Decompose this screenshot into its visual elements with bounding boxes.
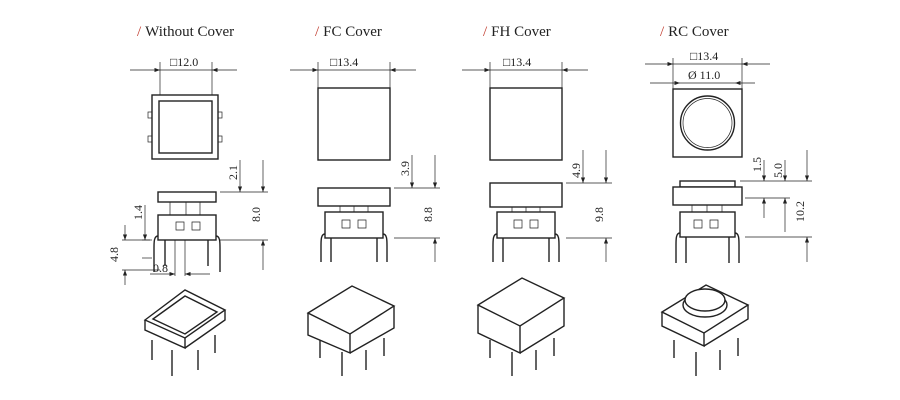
column-title-fh-cover: /FH Cover bbox=[483, 24, 551, 40]
iso-view-rc-cover bbox=[660, 284, 750, 376]
dim-stem: 1.4 bbox=[131, 205, 145, 220]
dim-button-height: 1.5 bbox=[750, 157, 764, 172]
dim-total-height: 10.2 bbox=[793, 201, 807, 222]
column-title-fc-cover: /FC Cover bbox=[315, 24, 382, 40]
top-view-fc-cover: □13.4 bbox=[290, 55, 416, 161]
dim-cap-height: 2.1 bbox=[226, 165, 240, 180]
title-slash: / bbox=[137, 24, 142, 40]
iso-view-fh-cover bbox=[476, 277, 566, 376]
side-view-without-cover: 2.1 8.0 1.4 4.8 0.8 bbox=[107, 160, 268, 285]
top-view-without-cover: □12.0 bbox=[130, 55, 237, 160]
svg-text:/Without Cover: /Without Cover bbox=[137, 24, 234, 40]
svg-text:/RC Cover: /RC Cover bbox=[660, 24, 729, 40]
dim-width: □13.4 bbox=[690, 49, 718, 63]
column-title-rc-cover: /RC Cover bbox=[660, 24, 729, 40]
top-view-fh-cover: □13.4 bbox=[462, 55, 588, 161]
side-view-fc-cover: 3.9 8.8 bbox=[317, 155, 440, 262]
svg-text:/FH Cover: /FH Cover bbox=[483, 24, 551, 40]
iso-view-fc-cover bbox=[306, 285, 396, 376]
dim-pin-width: 0.8 bbox=[153, 261, 168, 275]
dim-width: □13.4 bbox=[330, 55, 358, 69]
dim-diameter: Ø 11.0 bbox=[688, 68, 720, 82]
iso-view-without-cover bbox=[143, 289, 227, 376]
dim-cap-height: 3.9 bbox=[398, 161, 412, 176]
dim-total-height: 8.0 bbox=[249, 207, 263, 222]
dim-cap-height: 5.0 bbox=[771, 163, 785, 178]
dim-cap-height: 4.9 bbox=[569, 163, 583, 178]
dim-width: □12.0 bbox=[170, 55, 198, 69]
svg-text:/FC Cover: /FC Cover bbox=[315, 24, 382, 40]
dim-total-height: 9.8 bbox=[592, 207, 606, 222]
dim-width: □13.4 bbox=[503, 55, 531, 69]
dim-total-height: 8.8 bbox=[421, 207, 435, 222]
top-view-rc-cover: □13.4 Ø 11.0 bbox=[645, 49, 770, 158]
side-view-fh-cover: 4.9 9.8 bbox=[489, 150, 612, 262]
side-view-rc-cover: 1.5 5.0 10.2 bbox=[672, 150, 812, 263]
column-title-without-cover: /Without Cover bbox=[137, 24, 234, 40]
dim-pin-length: 4.8 bbox=[107, 247, 121, 262]
